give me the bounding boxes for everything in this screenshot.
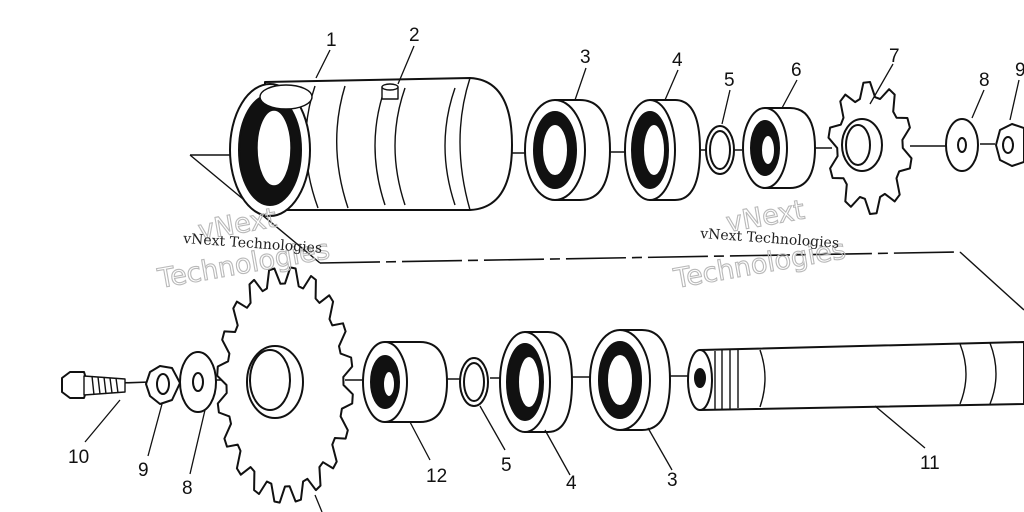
- callout-top-3: 3: [580, 47, 591, 68]
- callout-top-5: 5: [724, 70, 735, 91]
- part-9-lock-washer-bottom: [145, 365, 181, 405]
- part-5-o-ring-top: [705, 125, 735, 175]
- part-11-shaft: [687, 341, 1024, 411]
- callout-top-2: 2: [409, 25, 420, 46]
- part-7-small-sprocket: [827, 81, 913, 215]
- part-2-grease-fitting: [381, 83, 399, 100]
- part-12-spacer: [362, 341, 448, 423]
- watermark-right: vNext Technologies vNext Technologies: [670, 194, 848, 296]
- part-3-bearing-bottom: [589, 329, 671, 431]
- part-6-spacer: [742, 107, 816, 189]
- callout-top-4: 4: [672, 50, 683, 71]
- watermark-left: vNext Technologies vNext Technologies: [154, 202, 332, 296]
- large-sprocket: [216, 266, 354, 504]
- part-4-bearing-cup-bottom: [499, 331, 573, 433]
- leader-lines: [84, 45, 1020, 512]
- callout-bottom-11: 11: [920, 453, 940, 474]
- part-9-lock-washer-top: [995, 123, 1024, 167]
- part-3-bearing-top: [524, 99, 611, 201]
- part-8-washer-top: [945, 118, 979, 172]
- part-1-housing: [229, 77, 513, 217]
- callout-bottom-10: 10: [68, 447, 89, 468]
- axis-lines: [119, 143, 1024, 384]
- callout-top-9: 9: [1015, 60, 1024, 81]
- part-10-bolt: [61, 371, 126, 399]
- callout-bottom-3: 3: [667, 470, 678, 491]
- callout-top-8: 8: [979, 70, 990, 91]
- callout-bottom-5: 5: [501, 455, 512, 476]
- callout-bottom-4: 4: [566, 473, 577, 494]
- callout-top-7: 7: [889, 46, 900, 67]
- part-8-washer-bottom: [179, 351, 217, 413]
- callout-bottom-12: 12: [426, 466, 447, 487]
- callout-top-1: 1: [326, 30, 337, 51]
- callout-top-6: 6: [791, 60, 802, 81]
- callout-bottom-8: 8: [182, 478, 193, 499]
- part-5-o-ring-bottom: [459, 357, 489, 407]
- callout-labels: 1 2 3 4 5 6 7 8 9 10 9 8 12 5 4 3 11: [68, 25, 1024, 499]
- part-4-bearing-cup-top: [624, 99, 701, 201]
- callout-bottom-9: 9: [138, 460, 149, 481]
